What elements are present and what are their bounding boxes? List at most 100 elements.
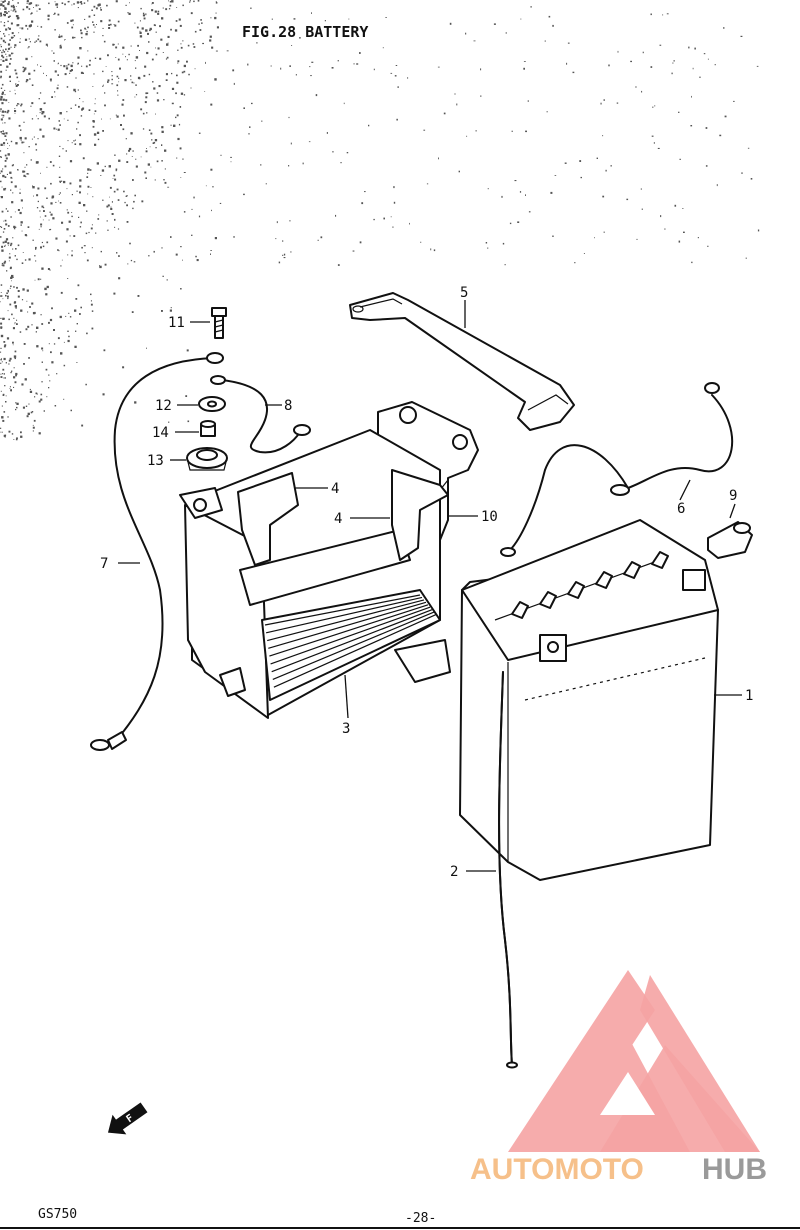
noise-speck [53,329,55,331]
noise-speck [110,23,112,26]
noise-speck [7,20,9,23]
noise-speck [66,65,68,67]
noise-speck [176,7,178,8]
noise-speck [85,33,88,36]
noise-speck [24,67,27,70]
noise-speck [332,151,334,153]
noise-speck [2,377,4,379]
noise-speck [85,383,87,386]
noise-speck [1,295,3,297]
noise-speck [68,312,70,314]
noise-speck [22,252,24,253]
noise-speck [108,165,111,168]
noise-speck [61,180,63,182]
noise-speck [64,39,66,40]
noise-speck [275,238,277,240]
noise-speck [594,237,595,239]
noise-speck [16,437,18,440]
noise-speck [92,125,95,128]
noise-speck [10,46,12,48]
noise-speck [212,186,214,188]
noise-speck [13,376,16,379]
noise-speck [113,174,116,177]
noise-speck [7,48,10,50]
noise-speck [156,92,159,94]
noise-speck [5,28,8,31]
noise-speck [72,62,74,64]
noise-speck [38,400,41,403]
noise-speck [34,255,36,257]
noise-speck [364,191,366,193]
noise-speck [161,310,163,312]
noise-speck [290,251,292,253]
noise-speck [198,215,201,218]
noise-speck [59,124,61,126]
noise-speck [39,40,42,43]
noise-speck [28,46,30,48]
noise-speck [77,284,80,287]
noise-speck [10,242,13,245]
noise-speck [747,147,750,149]
noise-speck [2,394,5,396]
noise-speck [0,31,1,32]
noise-speck [115,0,118,3]
noise-speck [22,66,24,69]
noise-speck [59,176,61,178]
noise-speck [385,17,387,18]
noise-speck [94,26,96,28]
noise-speck [39,112,41,114]
noise-speck [148,41,150,43]
noise-speck [7,295,9,298]
noise-speck [45,293,48,296]
noise-speck [0,347,2,349]
noise-speck [195,255,197,258]
noise-speck [114,178,117,181]
noise-speck [6,111,9,114]
noise-speck [26,173,29,175]
noise-speck [0,226,2,227]
noise-speck [5,401,7,403]
noise-speck [54,91,56,93]
noise-speck [31,20,34,23]
noise-speck [59,34,60,36]
noise-speck [11,32,14,35]
noise-speck [123,190,125,193]
noise-speck [128,12,131,15]
noise-speck [86,210,88,212]
noise-speck [466,135,468,137]
noise-speck [109,196,110,198]
noise-speck [9,62,11,65]
noise-speck [6,337,10,340]
noise-speck [58,200,59,202]
noise-speck [196,259,199,262]
noise-speck [134,194,136,197]
noise-speck [117,94,119,96]
noise-speck [80,306,82,309]
noise-speck [504,264,506,266]
noise-speck [26,164,28,166]
noise-speck [311,12,312,14]
noise-speck [77,56,80,59]
noise-speck [35,248,37,250]
noise-speck [617,50,619,53]
noise-speck [4,6,6,8]
noise-speck [63,180,66,184]
noise-speck [64,3,66,6]
noise-speck [43,410,45,412]
noise-speck [161,17,164,20]
noise-speck [3,51,6,53]
case-rib [267,599,425,642]
noise-speck [133,261,136,263]
noise-speck [171,0,174,3]
noise-speck [13,286,15,288]
noise-speck [8,256,11,259]
noise-speck [129,242,131,245]
noise-speck [13,439,15,440]
noise-speck [91,247,93,249]
noise-speck [282,254,284,256]
noise-speck [3,357,6,361]
noise-speck [136,26,139,29]
noise-speck [125,138,127,140]
noise-speck [122,99,125,101]
